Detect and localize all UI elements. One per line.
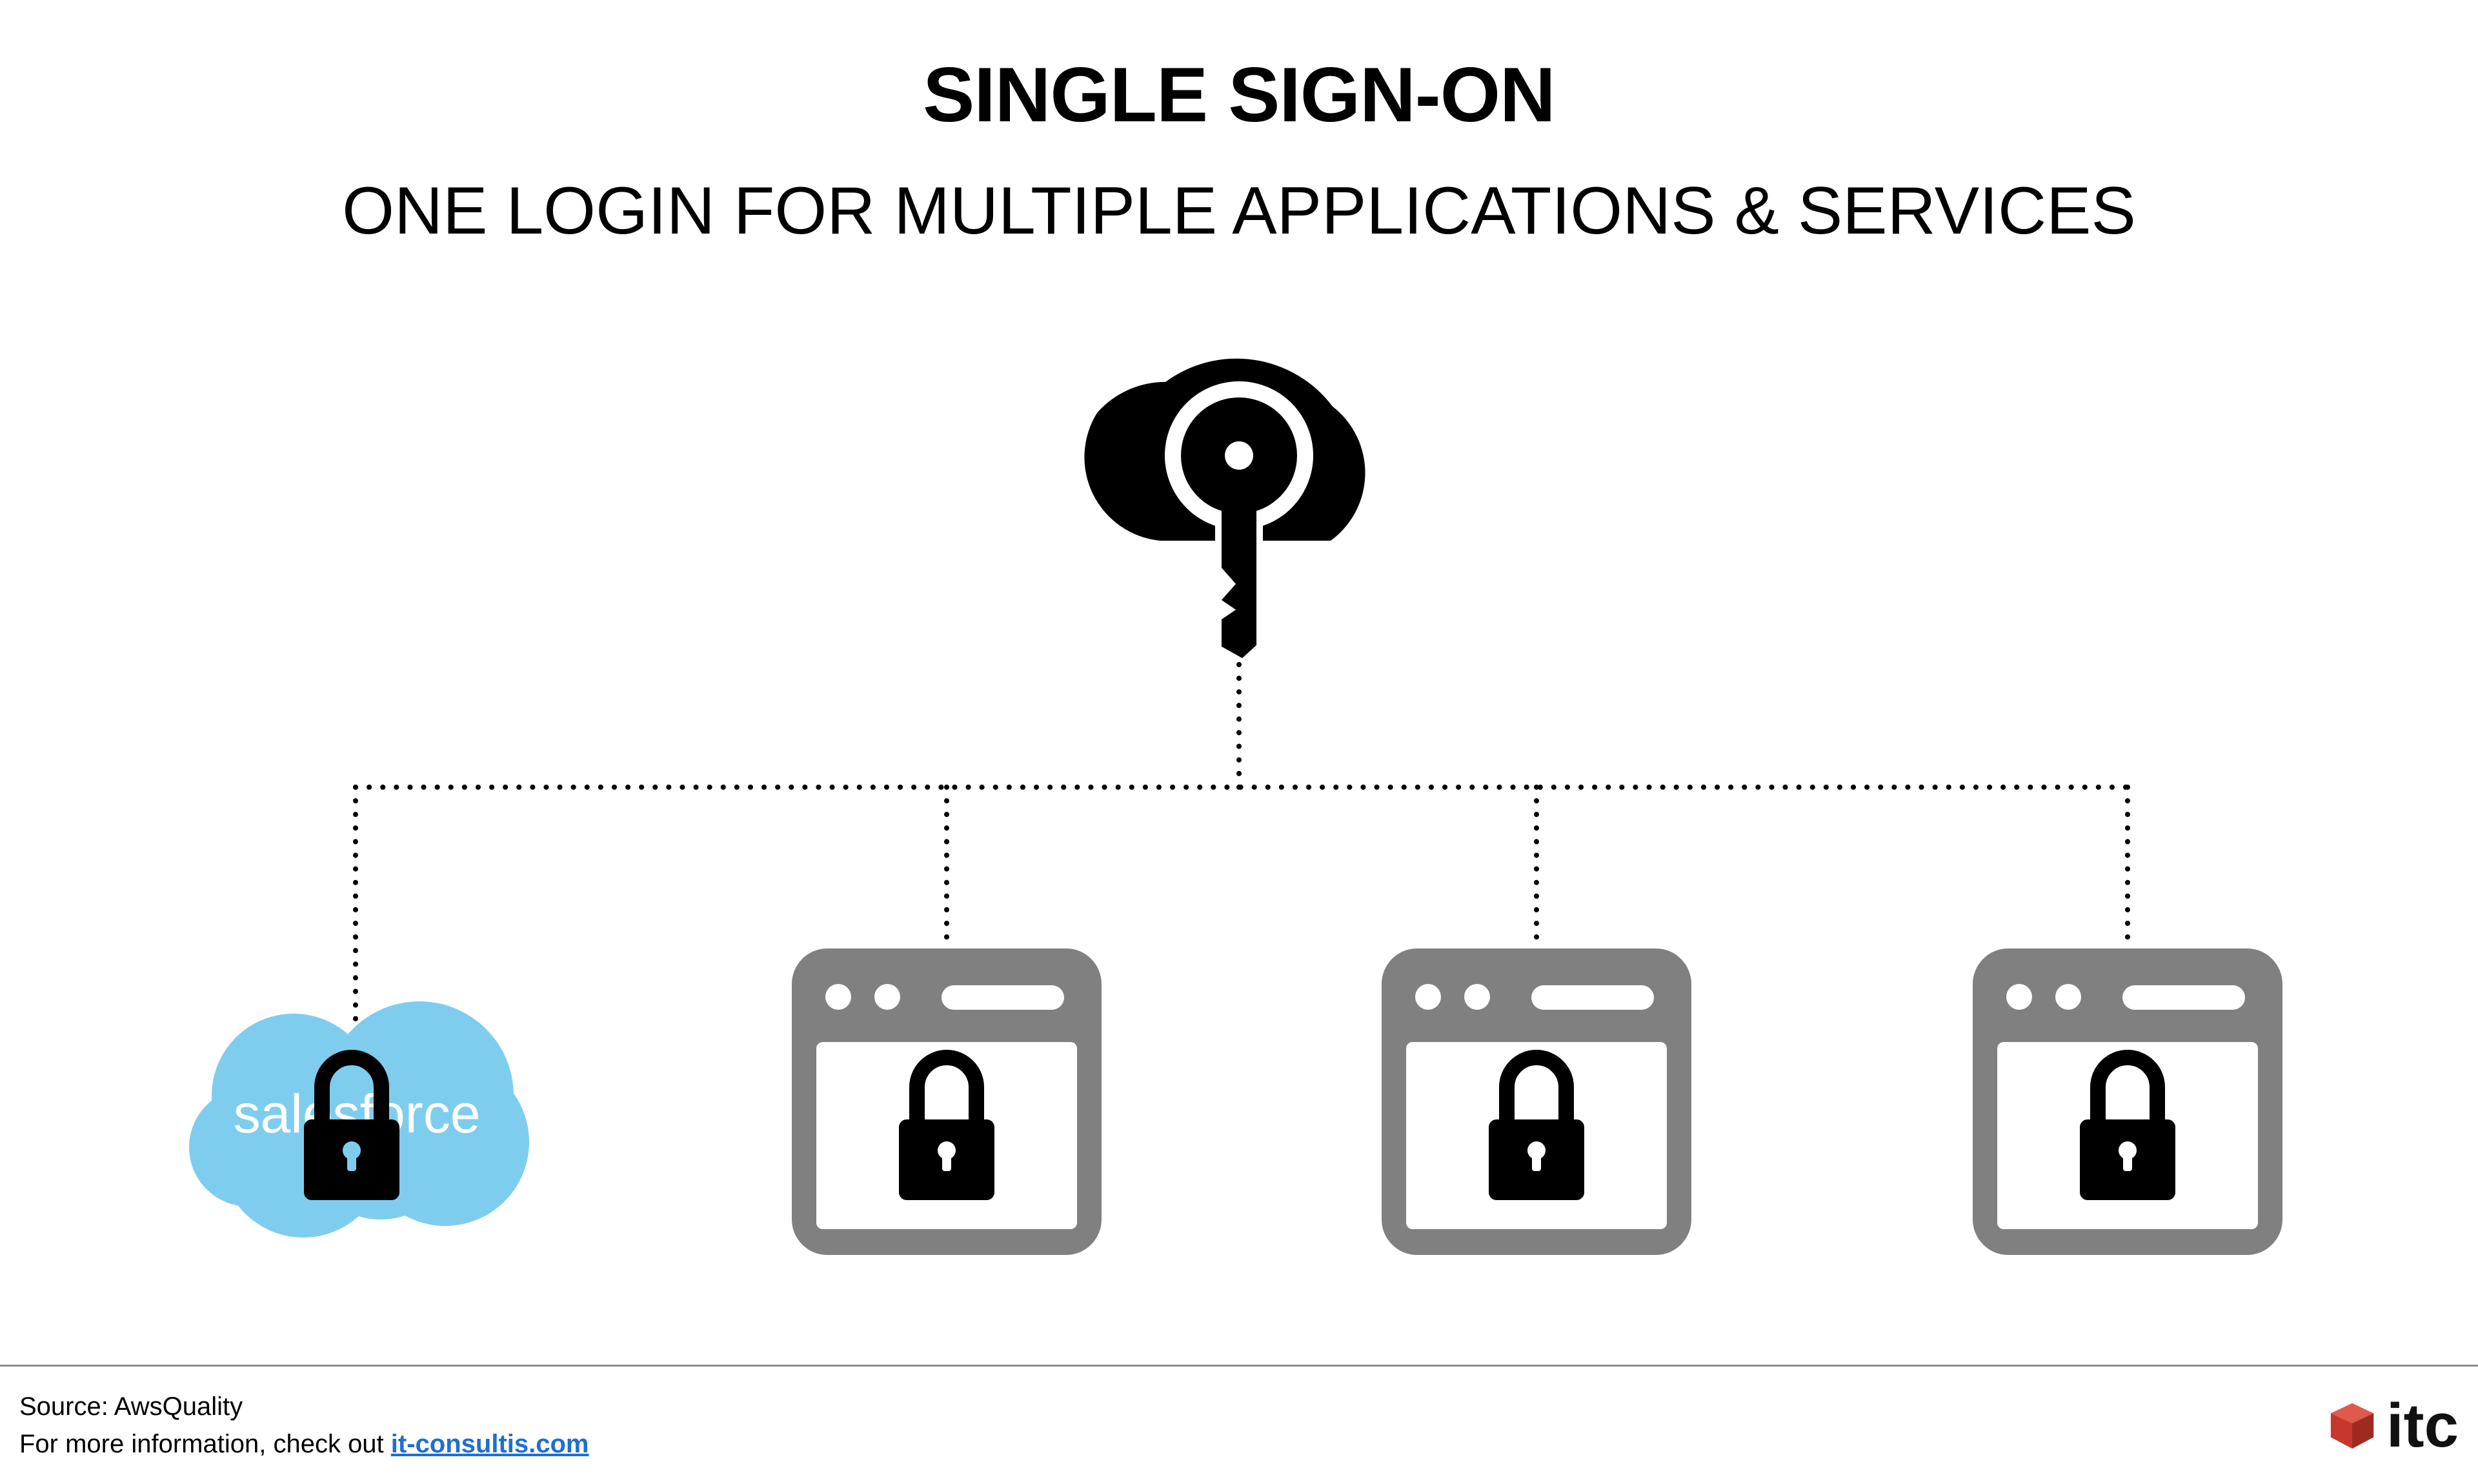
window-address-bar [1531, 985, 1654, 1010]
window-address-bar [942, 985, 1064, 1010]
diagram-subtitle: ONE LOGIN FOR MULTIPLE APPLICATIONS & SE… [342, 174, 2136, 248]
window-dot [2006, 984, 2032, 1010]
padlock-icon [2080, 1050, 2175, 1200]
padlock-icon [1489, 1050, 1584, 1200]
window-dot [874, 984, 900, 1010]
more-info-line: For more information, check out it-consu… [19, 1430, 589, 1459]
sso-diagram: salesforce [189, 358, 2282, 1255]
salesforce-padlock-icon [304, 1050, 399, 1200]
itc-website-link[interactable]: it-consultis.com [390, 1430, 589, 1458]
footer-divider [0, 1365, 2478, 1367]
window-address-bar [2122, 985, 2245, 1010]
salesforce-node: salesforce [189, 1001, 529, 1238]
itc-logo: itc [2327, 1395, 2459, 1457]
window-dot [1415, 984, 1441, 1010]
cloud-key-icon [1084, 358, 1365, 658]
window-dot [1464, 984, 1490, 1010]
connector-lines [353, 662, 2130, 1025]
diagram-title: SINGLE SIGN-ON [923, 52, 1555, 138]
window-dot [2055, 984, 2081, 1010]
itc-logo-mark-icon [2330, 1403, 2374, 1449]
source-note: Source: AwsQuality [19, 1392, 243, 1421]
itc-logo-text: itc [2386, 1391, 2459, 1460]
browser-window-icon [792, 948, 1102, 1255]
browser-window-icon [1973, 948, 2282, 1255]
padlock-icon [899, 1050, 994, 1200]
more-info-text: For more information, check out [19, 1430, 391, 1458]
window-dot [825, 984, 851, 1010]
browser-window-icon [1382, 948, 1691, 1255]
